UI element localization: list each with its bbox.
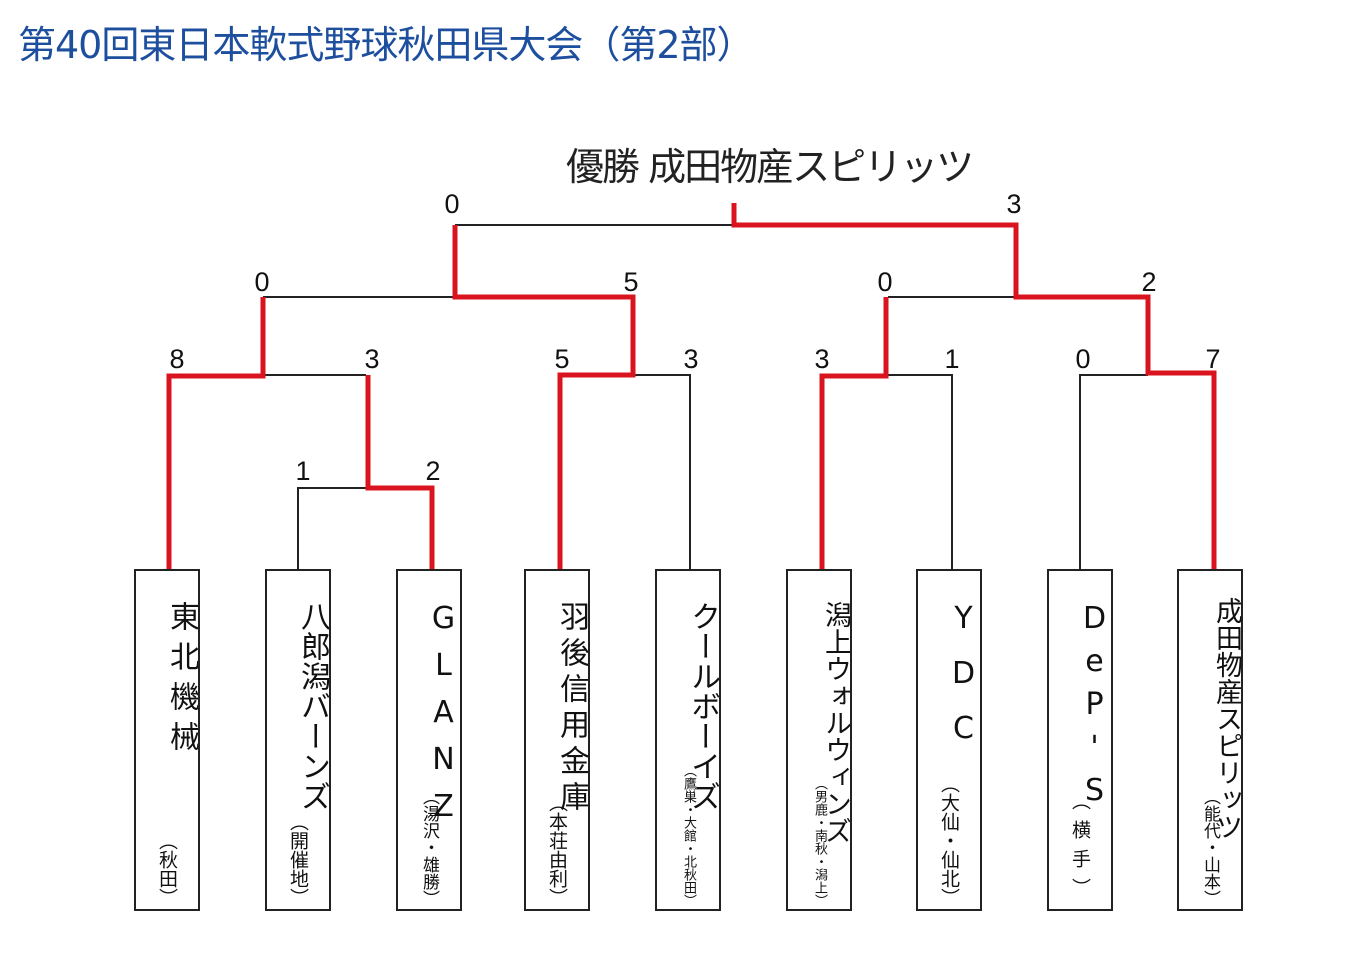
winner-lines bbox=[166, 203, 1217, 569]
team-box-3: GLANZ （湯沢・雄勝） bbox=[396, 569, 462, 911]
team-location: （男鹿・南秋・潟上） bbox=[812, 777, 827, 907]
score-qf2-left: 5 bbox=[554, 344, 569, 374]
bracket-lines bbox=[263, 224, 1148, 569]
page-title: 第40回東日本軟式野球秋田県大会（第2部） bbox=[18, 23, 755, 67]
score-r1-right: 2 bbox=[425, 456, 440, 486]
win-path-team4 bbox=[452, 225, 636, 569]
team-location: （開催地） bbox=[287, 812, 309, 907]
team-name: DeP'S bbox=[1077, 601, 1112, 816]
win-path-team3 bbox=[365, 375, 435, 569]
team-box-5: クールボーイズ （鷹巣・大館・北秋田） bbox=[655, 569, 721, 911]
score-final-right: 3 bbox=[1006, 189, 1021, 219]
team-location: （鷹巣・大館・北秋田） bbox=[681, 764, 696, 907]
team-location: （能代・山本） bbox=[1200, 788, 1220, 907]
champion-name: 成田物産スピリッツ bbox=[648, 145, 974, 189]
score-sf1-right: 5 bbox=[623, 267, 638, 297]
team-name: クールボーイズ bbox=[685, 601, 720, 811]
team-name: 成田物産スピリッツ bbox=[1211, 597, 1242, 840]
score-qf1-right: 3 bbox=[364, 344, 379, 374]
team-name: 東北機械 bbox=[164, 601, 199, 761]
score-r1-left: 1 bbox=[295, 456, 310, 486]
score-qf2-right: 3 bbox=[683, 344, 698, 374]
team-name: 羽後信用金庫 bbox=[554, 601, 589, 817]
win-path-team9 bbox=[731, 203, 1217, 569]
team-location: （湯沢・雄勝） bbox=[419, 788, 439, 907]
team-box-2: 八郎潟バーンズ （開催地） bbox=[265, 569, 331, 911]
team-name: YDC bbox=[946, 601, 981, 766]
team-box-7: YDC （大仙・仙北） bbox=[916, 569, 982, 911]
team-box-4: 羽後信用金庫 （本荘由利） bbox=[524, 569, 590, 911]
team-name: 潟上ウォルウィンズ bbox=[820, 601, 851, 844]
team-box-8: DeP'S （横手） bbox=[1047, 569, 1113, 911]
score-qf3-right: 1 bbox=[944, 344, 959, 374]
score-qf4-right: 7 bbox=[1205, 344, 1220, 374]
line-qf4-left bbox=[1079, 374, 1148, 569]
line-qf2-right bbox=[633, 374, 691, 569]
score-final-left: 0 bbox=[444, 189, 459, 219]
team-location: （本荘由利） bbox=[546, 793, 568, 907]
score-sf2-left: 0 bbox=[877, 267, 892, 297]
score-sf2-right: 2 bbox=[1141, 267, 1156, 297]
team-location: （横手） bbox=[1069, 791, 1091, 907]
team-box-1: 東北機械 （秋田） bbox=[134, 569, 200, 911]
team-name: GLANZ bbox=[426, 601, 461, 836]
score-qf4-left: 0 bbox=[1075, 344, 1090, 374]
score-sf1-left: 0 bbox=[254, 267, 269, 297]
team-box-9: 成田物産スピリッツ （能代・山本） bbox=[1177, 569, 1243, 911]
team-box-6: 潟上ウォルウィンズ （男鹿・南秋・潟上） bbox=[786, 569, 852, 911]
team-name: 八郎潟バーンズ bbox=[295, 601, 330, 811]
champion-prefix: 優勝 bbox=[566, 145, 640, 189]
win-path-team1 bbox=[166, 297, 266, 569]
line-r1-left bbox=[297, 487, 366, 569]
win-path-team6 bbox=[819, 297, 889, 569]
team-location: （秋田） bbox=[156, 831, 178, 907]
score-qf3-left: 3 bbox=[814, 344, 829, 374]
line-qf3-right bbox=[888, 374, 953, 569]
score-qf1-left: 8 bbox=[169, 344, 184, 374]
team-location: （大仙・仙北） bbox=[938, 774, 960, 907]
champion-label: 優勝 成田物産スピリッツ bbox=[566, 136, 974, 191]
